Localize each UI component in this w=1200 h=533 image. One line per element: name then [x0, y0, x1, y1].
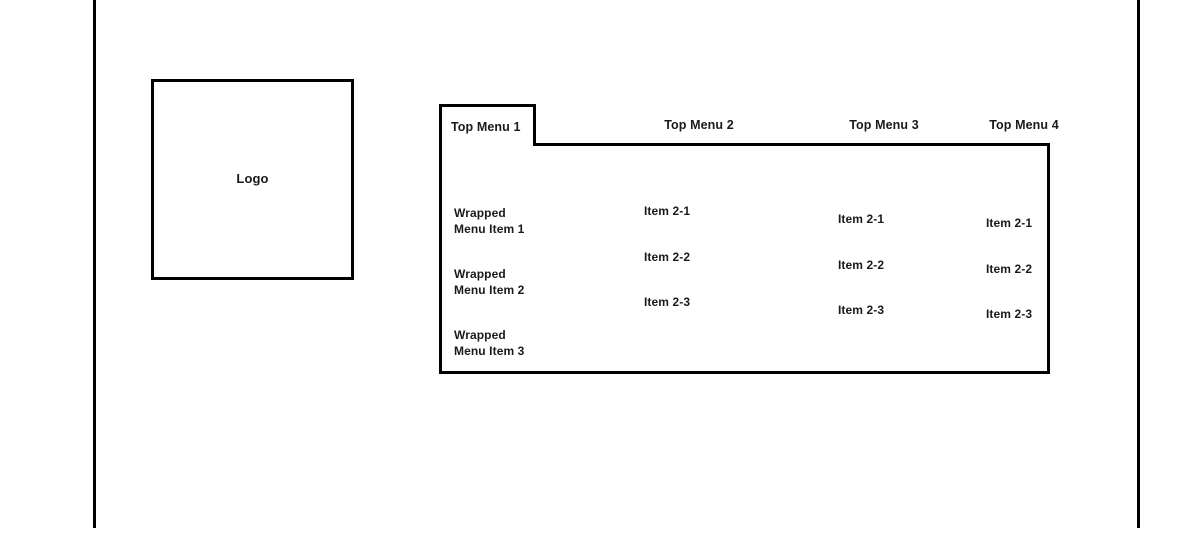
menu-item-line-1: Item 2-3 — [644, 295, 691, 309]
menu-item[interactable]: Wrapped Menu Item 1 — [454, 206, 524, 237]
tab-label: Top Menu 3 — [849, 118, 919, 132]
menu-item-line-2: Menu Item 2 — [454, 282, 525, 297]
menu-item[interactable]: Item 2-1 — [986, 216, 1032, 232]
menu-item[interactable]: Wrapped Menu Item 3 — [454, 328, 524, 359]
menu-item-line-1: Wrapped — [454, 206, 506, 220]
menu-item[interactable]: Item 2-2 — [838, 258, 884, 274]
top-menu-widget: Top Menu 1 Top Menu 2 Top Menu 3 Top Men… — [439, 104, 1059, 374]
menu-item-line-2: Menu Item 3 — [454, 343, 525, 358]
menu-item[interactable]: Item 2-3 — [838, 303, 884, 319]
tab-top-menu-1[interactable]: Top Menu 1 — [439, 104, 536, 146]
menu-item[interactable]: Item 2-2 — [986, 262, 1032, 278]
menu-item-line-1: Item 2-2 — [986, 261, 1033, 276]
menu-item[interactable]: Item 2-1 — [644, 204, 690, 220]
menu-column-3: Item 2-1 Item 2-2 Item 2-3 — [838, 212, 884, 319]
menu-item-line-1: Wrapped — [454, 267, 506, 281]
logo-label: Logo — [236, 171, 269, 186]
tab-top-menu-3[interactable]: Top Menu 3 — [799, 104, 969, 146]
tab-strip: Top Menu 1 Top Menu 2 Top Menu 3 Top Men… — [439, 104, 1059, 146]
menu-item-line-1: Item 2-1 — [838, 212, 885, 226]
tab-label: Top Menu 4 — [989, 118, 1059, 132]
menu-column-1: Wrapped Menu Item 1 Wrapped Menu Item 2 … — [454, 206, 524, 359]
menu-item[interactable]: Item 2-2 — [644, 250, 690, 266]
menu-item[interactable]: Item 2-3 — [644, 295, 690, 311]
menu-column-4: Item 2-1 Item 2-2 Item 2-3 — [986, 216, 1032, 323]
tab-label: Top Menu 2 — [664, 118, 734, 132]
menu-item-line-1: Item 2-1 — [986, 216, 1033, 230]
menu-item-line-1: Item 2-3 — [838, 303, 885, 317]
menu-item-line-1: Item 2-2 — [644, 249, 691, 264]
menu-column-2: Item 2-1 Item 2-2 Item 2-3 — [644, 204, 690, 311]
menu-item[interactable]: Item 2-3 — [986, 307, 1032, 323]
menu-item-line-1: Item 2-3 — [986, 307, 1033, 321]
menu-item-line-1: Item 2-2 — [838, 257, 885, 272]
menu-item[interactable]: Item 2-1 — [838, 212, 884, 228]
tab-label: Top Menu 1 — [451, 119, 521, 134]
left-page-rule — [93, 0, 96, 528]
menu-item[interactable]: Wrapped Menu Item 2 — [454, 267, 524, 298]
tab-top-menu-4[interactable]: Top Menu 4 — [959, 104, 1089, 146]
logo-placeholder: Logo — [151, 79, 354, 280]
menu-item-line-2: Menu Item 1 — [454, 221, 525, 236]
menu-item-line-1: Wrapped — [454, 328, 506, 342]
tab-top-menu-2[interactable]: Top Menu 2 — [599, 104, 799, 146]
menu-item-line-1: Item 2-1 — [644, 204, 691, 218]
menu-panel: Wrapped Menu Item 1 Wrapped Menu Item 2 … — [439, 143, 1050, 374]
right-page-rule — [1137, 0, 1140, 528]
